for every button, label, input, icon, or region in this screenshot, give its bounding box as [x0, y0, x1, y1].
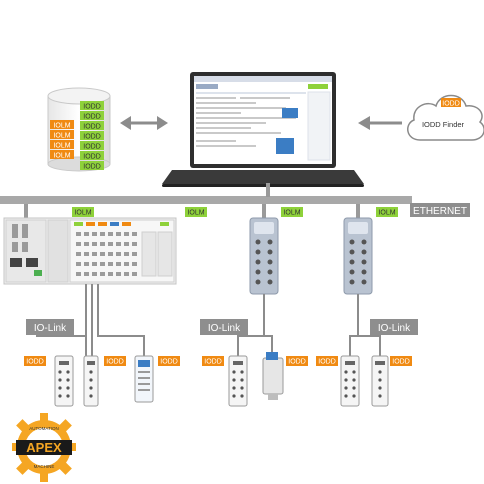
- io-link-label: IO-Link: [378, 323, 411, 334]
- db-iodd-label: IODD: [83, 154, 101, 161]
- db-iodd-label: IODD: [83, 164, 101, 171]
- database-iolm-labels: IOLM IOLM IOLM IOLM: [50, 120, 74, 160]
- io-link-device-icon: [262, 352, 284, 400]
- logo-text: APEX: [26, 440, 62, 455]
- io-link-label: IO-Link: [34, 323, 67, 334]
- io-link-label: IO-Link: [208, 323, 241, 334]
- logo-ring-top: AUTOMATION: [29, 426, 59, 431]
- io-link-device-icon: [340, 355, 360, 407]
- double-arrow-icon: [120, 116, 168, 130]
- database-iodd-labels: IODD IODD IODD IODD IODD IODD IODD: [80, 101, 104, 171]
- db-iolm-label: IOLM: [53, 123, 70, 130]
- io-link-cables: [36, 284, 381, 356]
- logo-ring-bottom: MACHINE: [34, 464, 55, 469]
- io-link-device-icon: [134, 355, 154, 403]
- iolm-badge: IOLM: [187, 210, 204, 217]
- db-iolm-label: IOLM: [53, 153, 70, 160]
- io-link-device-icon: [228, 355, 248, 407]
- iolm-badge: IOLM: [74, 210, 91, 217]
- iodd-badge: IODD: [26, 359, 44, 366]
- cloud-icon: IODD IODD Finder: [407, 94, 484, 141]
- plc-controller-icon: [3, 217, 177, 285]
- apex-automation-logo: AUTOMATION MACHINE APEX: [12, 413, 76, 482]
- laptop-icon: [162, 72, 364, 187]
- iodd-badges: IODD IODD IODD IODD IODD IODD IODD: [24, 356, 412, 366]
- db-iodd-label: IODD: [83, 104, 101, 111]
- io-link-master-icon: [343, 217, 373, 295]
- db-iodd-label: IODD: [83, 114, 101, 121]
- iolm-badge: IOLM: [283, 210, 300, 217]
- iodd-badge: IODD: [106, 359, 124, 366]
- io-link-device-icon: [54, 355, 74, 407]
- cloud-label: IODD Finder: [422, 120, 465, 129]
- db-iodd-label: IODD: [83, 124, 101, 131]
- db-iolm-label: IOLM: [53, 143, 70, 150]
- iolm-badge: IOLM: [378, 210, 395, 217]
- arrow-left-icon: [358, 116, 402, 130]
- iolm-badges: IOLM IOLM IOLM IOLM: [72, 207, 398, 217]
- iodd-badge: IODD: [288, 359, 306, 366]
- iodd-badge: IODD: [318, 359, 336, 366]
- io-link-device-icon: [371, 355, 389, 407]
- ethernet-label: ETHERNET: [413, 206, 467, 217]
- db-iolm-label: IOLM: [53, 133, 70, 140]
- db-iodd-label: IODD: [83, 134, 101, 141]
- db-iodd-label: IODD: [83, 144, 101, 151]
- io-link-master-icon: [249, 217, 279, 295]
- iodd-badge: IODD: [392, 359, 410, 366]
- iodd-badge: IODD: [204, 359, 222, 366]
- cloud-iodd-badge: IODD: [442, 101, 460, 108]
- iodd-badge: IODD: [160, 359, 178, 366]
- io-link-device-icon: [83, 355, 99, 407]
- ethernet-bus: ETHERNET: [0, 183, 470, 218]
- io-link-labels: IO-Link IO-Link IO-Link: [26, 319, 418, 335]
